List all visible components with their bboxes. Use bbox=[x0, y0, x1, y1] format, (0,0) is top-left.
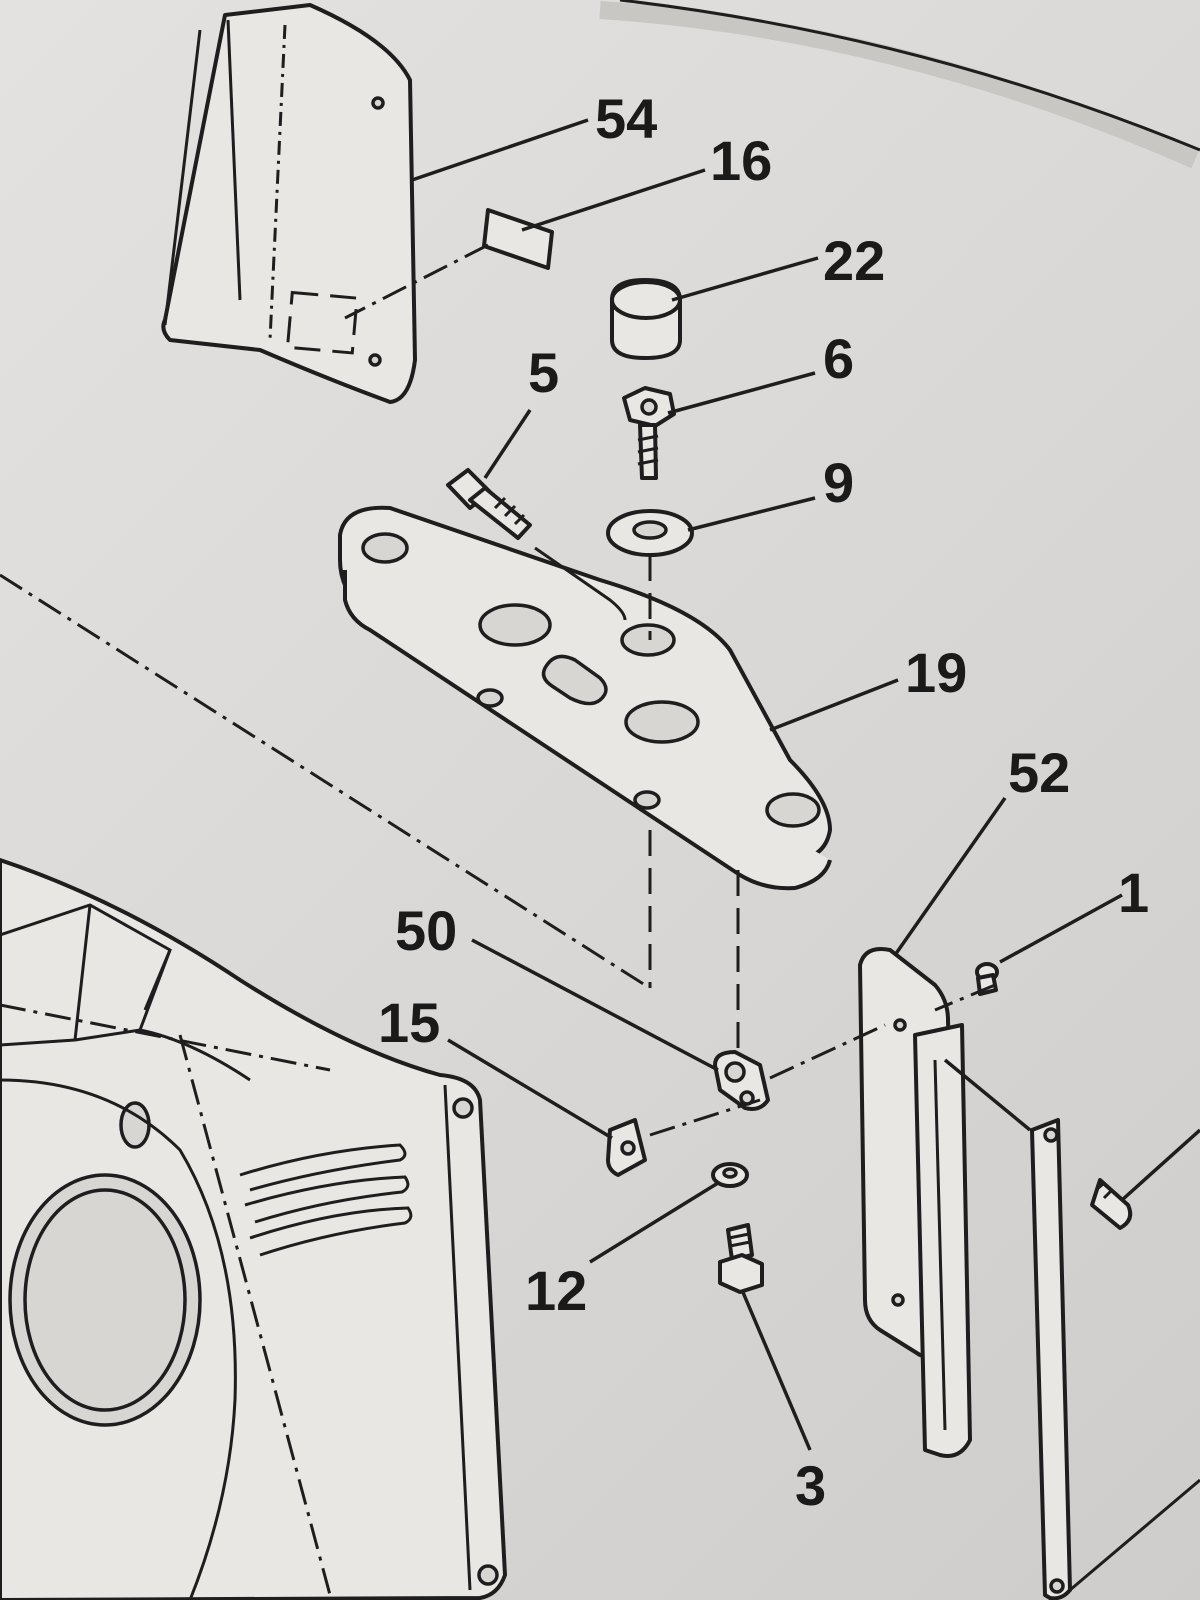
callout-6: 6 bbox=[823, 327, 854, 390]
callout-50: 50 bbox=[395, 899, 457, 962]
callout-5: 5 bbox=[528, 341, 559, 404]
part-19-bracket bbox=[338, 505, 832, 1060]
part-54-cover-plate bbox=[161, 3, 417, 404]
callout-12: 12 bbox=[525, 1259, 587, 1322]
fender-assembly bbox=[0, 858, 507, 1600]
alignment-line-screw1 bbox=[934, 983, 996, 1012]
callout-1: 1 bbox=[1118, 861, 1149, 924]
part-5-screw bbox=[446, 468, 532, 540]
callout-labels: 54 16 22 5 6 9 19 52 1 50 15 12 3 bbox=[378, 87, 1149, 1517]
page-edge-curve bbox=[599, 1, 1199, 169]
right-screw bbox=[1090, 1178, 1133, 1230]
part-6-hex-bolt bbox=[622, 386, 676, 480]
alignment-line-clip bbox=[649, 1023, 886, 1137]
callout-52: 52 bbox=[1008, 741, 1070, 804]
callout-9: 9 bbox=[823, 451, 854, 514]
right-strap bbox=[1030, 1118, 1200, 1600]
leader-lines bbox=[411, 118, 1200, 1451]
callout-15: 15 bbox=[378, 991, 440, 1054]
callout-16: 16 bbox=[710, 129, 772, 192]
part-50-clip bbox=[713, 1050, 770, 1111]
callout-19: 19 bbox=[905, 641, 967, 704]
callout-54: 54 bbox=[595, 87, 657, 150]
part-15-nut-clip bbox=[606, 1118, 647, 1177]
part-52-side-bracket bbox=[858, 947, 972, 1458]
page-edge-line bbox=[619, 0, 1200, 152]
part-9-washer bbox=[606, 509, 694, 557]
callout-3: 3 bbox=[795, 1454, 826, 1517]
part-22-bumper bbox=[610, 278, 682, 360]
part-16-pad bbox=[344, 208, 554, 320]
centerline-left bbox=[0, 573, 646, 987]
part-12-washer bbox=[711, 1162, 749, 1188]
callout-22: 22 bbox=[823, 229, 885, 292]
part-3-hex-bolt bbox=[718, 1223, 764, 1294]
